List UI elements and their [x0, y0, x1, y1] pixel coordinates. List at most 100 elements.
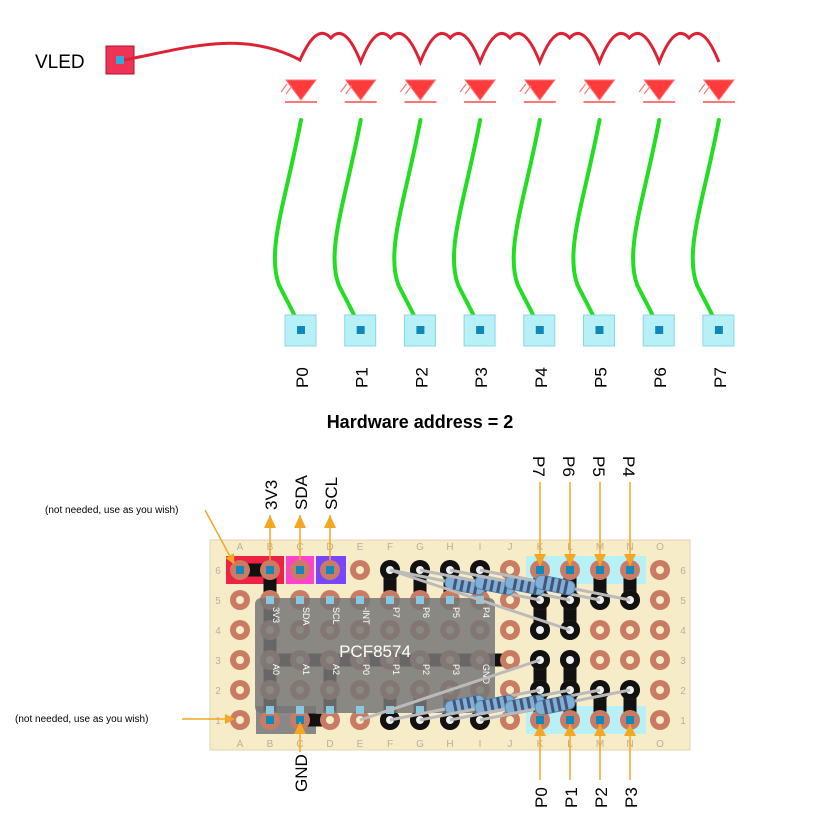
output-label-top: P5: [589, 456, 608, 477]
signal-pad: [236, 566, 244, 574]
output-pad-hole: [714, 326, 723, 334]
led-ray: [404, 85, 412, 95]
output-pad-marker: [536, 716, 544, 724]
led-triangle: [583, 79, 616, 101]
resistor-band: [562, 579, 569, 595]
signal-arrow-head: [294, 515, 306, 528]
output-label-top: P4: [619, 456, 638, 477]
output-pad-hole: [297, 326, 305, 334]
col-label-bottom: A: [237, 739, 244, 750]
row-label-left: 6: [215, 566, 221, 577]
output-arrow-head: [564, 724, 576, 736]
resistor: [449, 688, 601, 722]
output-pad: [702, 314, 735, 347]
led-ray: [584, 85, 591, 95]
board-pad-hole: [506, 656, 514, 664]
led-output-label: P0: [293, 367, 312, 388]
resistor-band: [512, 699, 519, 715]
output-arrow-head: [624, 554, 636, 566]
resistor-band: [556, 578, 562, 593]
chip-pin: [386, 596, 394, 604]
led-output-label: P4: [532, 367, 551, 388]
led-ray: [638, 83, 646, 93]
signal-label-scl: SCL: [322, 477, 341, 510]
vled-label: VLED: [35, 52, 85, 73]
col-label-top: A: [237, 542, 244, 553]
led-triangle: [464, 79, 497, 101]
board-pad-hole: [656, 656, 664, 664]
resistor-band: [466, 697, 472, 712]
resistor-band: [496, 697, 502, 712]
led-triangle: [523, 79, 556, 101]
chip-pin: [296, 706, 304, 714]
resistor: [479, 568, 631, 602]
row-label-right: 1: [680, 716, 686, 727]
led-p2: P2: [392, 79, 437, 388]
led-output-label: P6: [651, 367, 670, 388]
chip-pin: [266, 706, 274, 714]
chip-name: PCF8574: [339, 642, 411, 661]
hardware-address-title: Hardware address = 2: [327, 412, 514, 432]
led-output-label: P3: [472, 367, 491, 388]
output-pad-marker: [596, 716, 604, 724]
chip-pin-label-bottom: P0: [361, 664, 371, 675]
led-p7: P7: [690, 79, 735, 388]
chip-pin: [416, 706, 424, 714]
green-wire: [690, 118, 721, 332]
led-ray: [285, 85, 293, 95]
resistor-band: [519, 577, 525, 592]
row-label-right: 4: [680, 626, 686, 637]
chip-pin-label-bottom: A2: [331, 664, 341, 675]
board-pad-hole: [506, 626, 514, 634]
col-label-top: E: [357, 542, 364, 553]
led-p6: P6: [631, 79, 676, 388]
output-pad-marker: [566, 716, 574, 724]
col-label-bottom: O: [656, 739, 664, 750]
board-pad-hole: [506, 596, 514, 604]
resistor: [479, 688, 631, 722]
output-pad-hole: [416, 326, 425, 334]
board-pad-hole: [506, 686, 514, 694]
output-pad-hole: [356, 326, 365, 334]
resistor-band: [549, 577, 555, 592]
led-ray: [459, 83, 467, 93]
board-pad-hole: [236, 656, 244, 664]
led-triangle: [702, 79, 735, 101]
output-arrow-head: [594, 554, 606, 566]
output-label-bottom: P1: [562, 787, 581, 808]
green-wire: [451, 118, 483, 332]
row-label-left: 2: [215, 686, 221, 697]
row-label-right: 2: [680, 686, 686, 697]
output-pad-marker: [626, 566, 634, 574]
vled-wire: [123, 31, 721, 67]
resistor-band: [496, 578, 502, 593]
green-wire: [511, 118, 542, 332]
signal-arrow-head: [324, 515, 336, 528]
resistor-band: [489, 577, 495, 592]
signal-pad: [266, 716, 274, 724]
output-pad-hole: [655, 326, 664, 334]
chip-pin-label-top: P6: [421, 607, 431, 618]
led-ray: [643, 85, 651, 95]
resistor-band: [549, 698, 555, 713]
board-pad-hole: [236, 686, 244, 694]
signal-pad: [266, 566, 274, 574]
led-ray: [340, 83, 348, 93]
chip-pin-label-bottom: A0: [271, 664, 281, 675]
resistor-band: [519, 698, 525, 713]
board-pad-hole: [356, 566, 364, 574]
led-ray: [345, 85, 353, 95]
output-pad-marker: [626, 716, 634, 724]
output-label-top: P7: [529, 456, 548, 477]
note-top: (not needed, use as you wish): [45, 505, 178, 516]
led-ray: [464, 85, 472, 95]
resistor-band: [526, 697, 532, 712]
led-ray: [524, 85, 532, 95]
board-pad-hole: [656, 596, 664, 604]
output-label-bottom: P2: [592, 787, 611, 808]
signal-pad: [296, 716, 304, 724]
resistor-band: [459, 577, 465, 592]
board-pad-hole: [656, 716, 664, 724]
resistor-band: [482, 575, 489, 591]
